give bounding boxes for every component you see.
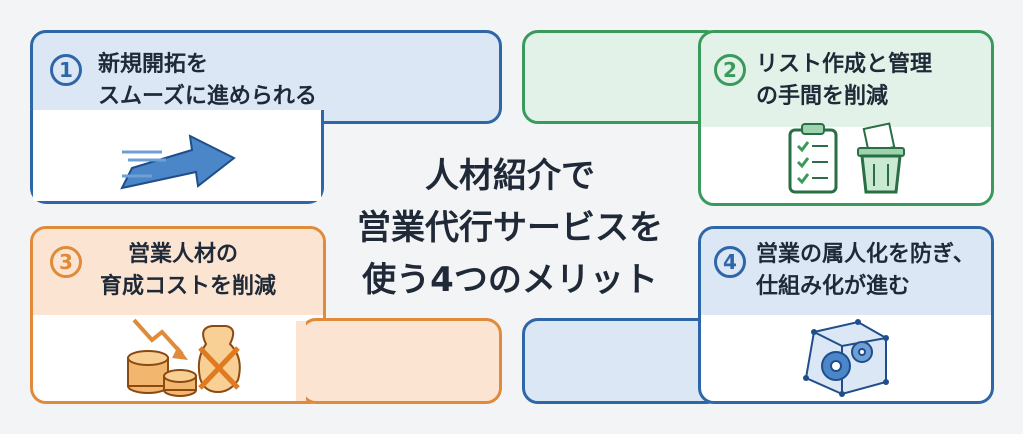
card-3-title-line1: 営業人材の [128,242,239,267]
card-2-title-line2: の手間を削減 [756,84,889,109]
card-4-title-line2: 仕組み化が進む [756,274,911,299]
center-title-line1: 人材紹介で [425,156,595,196]
arrow-icon [120,134,236,190]
card-1-number: 1 [50,54,82,86]
card-3-seam [296,321,306,401]
card-3-header [33,229,323,315]
clipboard-and-trash-icon [788,122,905,194]
card-4-number: 4 [714,246,746,278]
card-1 [30,30,502,124]
card-4-left-tab [522,318,722,404]
center-title-line2: 営業代行サービスを [357,208,663,248]
coins-and-money-bag-icon [127,318,241,397]
card-2 [698,30,994,206]
card-2-title-line1: リスト作成と管理 [756,52,933,77]
card-4-title-line1: 営業の属人化を防ぎ、 [756,242,975,267]
card-1-title-line1: 新規開拓を [98,52,209,77]
card-2-number: 2 [714,54,746,86]
center-title: 人材紹介で 営業代行サービスを 使う4つのメリット [330,150,690,306]
card-3-title-line2: 育成コストを削減 [100,274,277,299]
card-4-header [701,229,991,315]
center-title-line3: 使う4つのメリット [362,260,658,300]
card-2-header [701,33,991,127]
card-3-right-tab [300,318,502,404]
card-1-title-line2: スムーズに進められる [98,84,317,109]
card-3-number: 3 [50,246,82,278]
card-2-left-tab [522,30,722,124]
gears-in-cube-icon [803,319,889,397]
